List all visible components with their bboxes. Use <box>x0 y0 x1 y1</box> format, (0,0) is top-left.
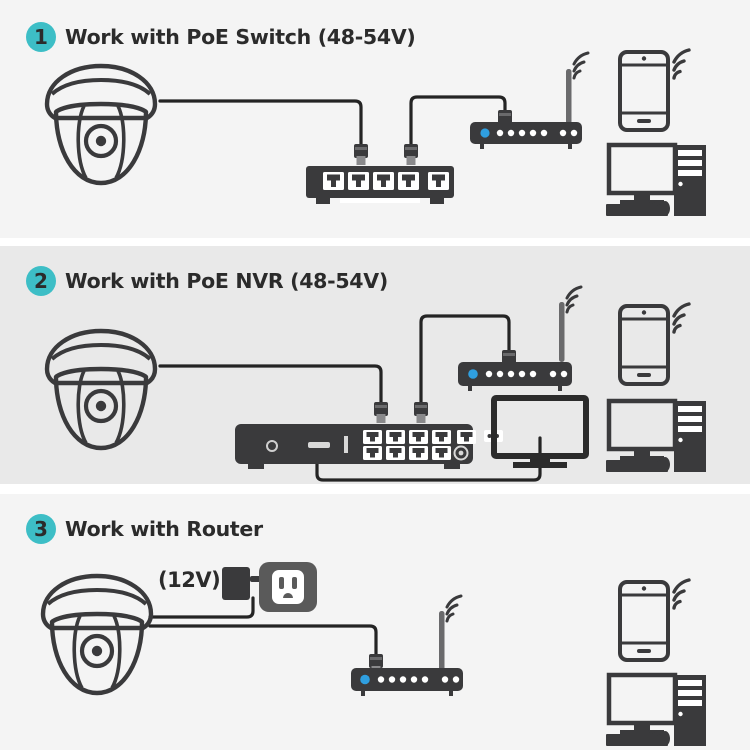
smartphone-icon <box>618 580 670 662</box>
display-monitor-icon <box>491 395 589 468</box>
wifi-signal-icon <box>445 594 463 623</box>
cable-camera-to-router <box>148 624 378 662</box>
dome-camera-icon <box>40 573 154 696</box>
section-header-2: 2 Work with PoE NVR (48-54V) <box>26 266 388 296</box>
keyboard-icon <box>606 460 668 472</box>
wall-outlet-icon <box>259 562 317 612</box>
power-adapter-icon <box>222 567 261 600</box>
section-badge-1: 1 <box>26 22 56 52</box>
section-panel-router: 3 Work with Router <box>0 494 750 750</box>
smartphone-icon <box>618 304 670 386</box>
rj45-plug-switch-left <box>354 144 368 165</box>
keyboard-icon <box>606 204 668 216</box>
section-header-3: 3 Work with Router <box>26 514 263 544</box>
mouse-icon <box>660 457 670 472</box>
rj45-plug-nvr-right <box>414 402 428 423</box>
mouse-icon <box>660 201 670 216</box>
mouse-icon <box>660 731 670 746</box>
rj45-plug-switch-right <box>404 144 418 165</box>
cable-nvr-to-router <box>419 314 511 406</box>
wifi-signal-icon <box>565 285 583 314</box>
cable-switch-to-router <box>409 95 507 148</box>
section-3-illustration <box>40 562 706 746</box>
phone-wifi-signal-icon <box>672 302 691 334</box>
router-led-active <box>468 369 478 379</box>
section-panel-poe-nvr: 2 Work with PoE NVR (48-54V) <box>0 246 750 484</box>
desktop-computer-icon <box>606 398 706 472</box>
dome-camera-icon <box>44 63 158 186</box>
nvr-usb-port <box>308 442 330 448</box>
wifi-router-icon <box>470 51 590 149</box>
switch-ports <box>323 172 449 190</box>
nvr-power-button <box>266 440 278 452</box>
section-1-illustration <box>44 48 706 216</box>
section-title-3: Work with Router <box>65 517 263 541</box>
phone-wifi-signal-icon <box>672 578 691 610</box>
poe-switch-icon <box>306 166 454 204</box>
nvr-lan-port <box>457 430 476 444</box>
cable-camera-to-nvr <box>158 364 383 406</box>
pc-tower-icon <box>674 401 706 472</box>
section-2-illustration <box>44 285 706 482</box>
cable-camera-to-switch <box>158 99 363 148</box>
nvr-power-connector <box>453 445 469 461</box>
nvr-indicator-bar <box>344 436 348 453</box>
router-led-active <box>360 674 370 685</box>
nvr-poe-ports <box>363 430 451 460</box>
section-panel-poe-switch: 1 Work with PoE Switch (48-54V) <box>0 0 750 238</box>
cable-nvr-to-monitor <box>315 436 542 482</box>
pc-tower-icon <box>674 145 706 216</box>
section-badge-2: 2 <box>26 266 56 296</box>
dome-camera-icon <box>44 328 158 451</box>
wifi-signal-icon <box>572 51 590 80</box>
phone-wifi-signal-icon <box>672 48 691 80</box>
keyboard-icon <box>606 734 668 746</box>
section-header-1: 1 Work with PoE Switch (48-54V) <box>26 22 416 52</box>
wifi-router-icon <box>458 285 583 391</box>
router-led-active <box>480 128 490 138</box>
poe-nvr-icon <box>235 424 503 469</box>
desktop-computer-icon <box>606 142 706 216</box>
pc-tower-icon <box>674 675 706 746</box>
wifi-router-icon <box>351 594 463 696</box>
smartphone-icon <box>618 50 670 132</box>
router-antenna <box>439 611 445 671</box>
desktop-computer-icon <box>606 672 706 746</box>
router-antenna <box>566 69 572 124</box>
section-title-2: Work with PoE NVR (48-54V) <box>65 269 388 293</box>
section-title-1: Work with PoE Switch (48-54V) <box>65 25 416 49</box>
router-antenna <box>559 302 565 362</box>
section-badge-3: 3 <box>26 514 56 544</box>
power-voltage-label: (12V) <box>158 568 221 592</box>
cable-camera-to-adapter <box>148 596 255 619</box>
rj45-plug-nvr-left <box>374 402 388 423</box>
